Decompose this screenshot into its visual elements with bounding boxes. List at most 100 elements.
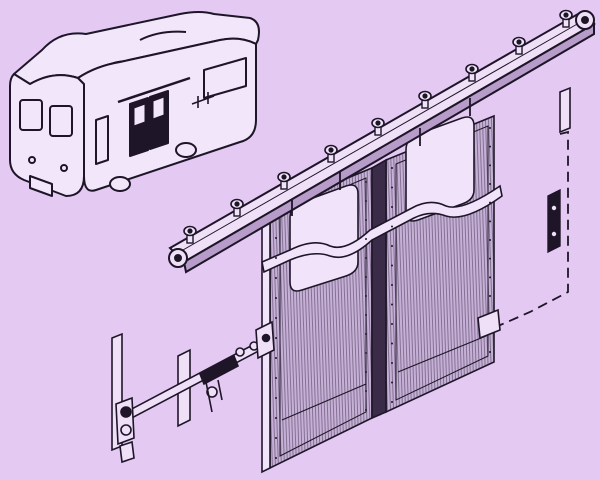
railcar-door-window-left <box>133 103 146 127</box>
door-rivet <box>275 257 277 259</box>
railcar-wheel-1 <box>109 176 131 192</box>
door-rivet <box>489 257 491 260</box>
railcar-mechanism-marks <box>191 92 215 108</box>
door-panel-right <box>385 114 495 414</box>
door-rivet <box>365 333 367 335</box>
railcar-side-window-far <box>203 57 247 99</box>
door-rivet <box>489 239 491 241</box>
railcar-door-track <box>117 76 191 104</box>
track-roller <box>371 117 385 136</box>
door-rivet <box>391 303 393 306</box>
track-roller <box>512 36 526 55</box>
mechanism-joint-1 <box>235 347 245 357</box>
door-rivet <box>365 257 367 259</box>
mechanism-valve-body <box>115 396 135 446</box>
door-cross-strap <box>261 184 503 274</box>
door-rivet <box>489 145 491 148</box>
door-rivet <box>275 457 277 459</box>
track-roller <box>230 198 244 217</box>
door-rivet <box>275 317 277 319</box>
door-rivet <box>275 337 277 339</box>
door-rivet <box>391 362 393 364</box>
railcar-roof-ridge <box>139 30 187 41</box>
door-rivet <box>365 238 367 240</box>
door-rivet <box>391 225 393 228</box>
mechanism-valve-knob-1 <box>120 406 132 418</box>
mechanism-linkage <box>205 379 223 413</box>
track-roller <box>183 225 197 244</box>
door-rivet <box>365 390 367 392</box>
track-roller <box>465 63 479 82</box>
railcar-headlamp-right <box>60 164 68 172</box>
railcar-side-window-end <box>95 115 109 165</box>
frame-latch-bolt-1 <box>551 205 557 211</box>
railcar-coupler <box>29 175 53 197</box>
track-roller <box>324 144 338 163</box>
door-rivet <box>489 295 491 297</box>
frame-latch-bolt-2 <box>551 231 557 237</box>
mechanism-valve-knob-2 <box>120 424 132 436</box>
frame-outline-dashed <box>497 130 569 327</box>
door-rivet <box>275 297 277 299</box>
door-rivet <box>391 381 393 384</box>
railcar-wheel-2 <box>175 142 197 158</box>
railcar-front-window-left <box>19 99 43 131</box>
door-rivet <box>365 219 367 221</box>
door-rivet <box>275 237 277 239</box>
door-rivet <box>365 276 367 278</box>
door-rivet <box>489 183 491 185</box>
door-rivet <box>391 323 393 325</box>
door-operator-mechanism-icon <box>111 320 275 464</box>
door-rivet <box>489 127 491 129</box>
railcar-headlamp-left <box>28 156 36 164</box>
door-rivet <box>391 342 393 345</box>
door-rivet <box>391 401 393 403</box>
door-rivet <box>391 245 393 247</box>
track-beam-side <box>182 22 595 274</box>
door-rivet <box>275 397 277 399</box>
track-hangers <box>291 98 471 216</box>
frame-latch-block <box>547 188 561 254</box>
door-rivet <box>275 377 277 379</box>
door-rivet <box>365 314 367 316</box>
door-frame-right <box>477 86 571 340</box>
door-rivet <box>391 206 393 208</box>
door-rivet <box>489 201 491 204</box>
track-end-pulley-left-hub <box>174 254 182 262</box>
door-rivet <box>365 295 367 297</box>
door-rivet <box>489 220 491 223</box>
railcar-door-window-right <box>152 96 165 120</box>
frame-top-post <box>559 86 571 134</box>
door-rivet <box>391 167 393 169</box>
door-rivet <box>391 186 393 189</box>
door-rivet <box>489 276 491 279</box>
door-rivet <box>391 264 393 267</box>
overhead-track-icon <box>168 9 596 274</box>
door-panel-left-kick-line <box>281 383 367 421</box>
railcar-icon <box>9 11 260 197</box>
railcar-front-window-right <box>49 105 73 137</box>
door-rivet <box>391 284 393 286</box>
door-rivet <box>489 164 491 167</box>
mechanism-valve-base <box>119 440 135 464</box>
door-rivet <box>365 200 367 202</box>
door-panel-right-kick-line <box>397 335 487 373</box>
door-rivet <box>365 371 367 373</box>
track-end-pulley-right-hub <box>581 16 589 24</box>
door-rivet <box>489 351 491 353</box>
mechanism-bracket-bolt <box>261 333 271 343</box>
door-panel-left <box>269 166 373 470</box>
door-rivet <box>365 352 367 354</box>
door-rivet <box>275 437 277 439</box>
door-rivet <box>275 277 277 279</box>
door-rivet <box>275 417 277 419</box>
track-rollers <box>183 9 573 244</box>
mechanism-pivot <box>206 386 218 398</box>
track-center-line <box>175 18 587 255</box>
railcar-front-face <box>9 73 85 197</box>
track-roller <box>418 90 432 109</box>
door-rivets <box>275 127 491 459</box>
frame-bottom-guide <box>477 308 501 340</box>
